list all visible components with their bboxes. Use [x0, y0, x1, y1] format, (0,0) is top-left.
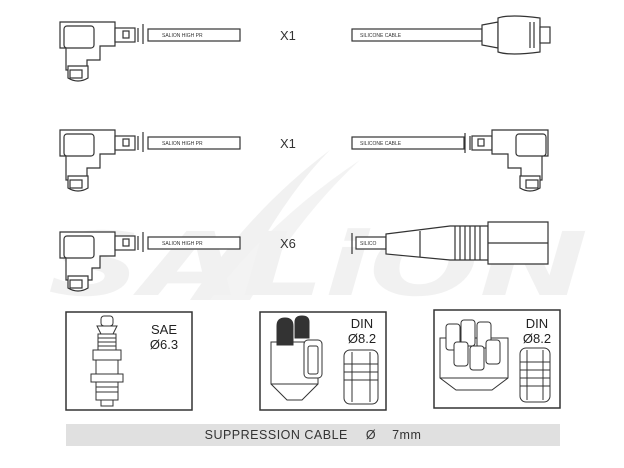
terminal-size: Ø6.3	[149, 337, 179, 352]
cable-print-left-3: SALION HIGH PR	[162, 241, 203, 247]
terminal-spec-din-2: DIN Ø8.2	[514, 316, 560, 346]
lead-row-2: SALION HIGH PR SILICONE CABLE	[59, 129, 549, 192]
cable-print-left-1: SALION HIGH PR	[162, 33, 203, 39]
terminal-size: Ø8.2	[347, 331, 377, 346]
lead-row-1: SALION HIGH PR SILICONE CABLE	[59, 15, 551, 82]
footer-value: 7mm	[392, 428, 422, 442]
terminal-standard: DIN	[350, 316, 374, 331]
footer-label: SUPPRESSION CABLE	[204, 428, 348, 442]
diameter-symbol: Ø	[365, 428, 377, 442]
terminal-box-sae	[65, 311, 193, 411]
quantity-label-row-1: X1	[280, 28, 296, 43]
cable-print-right-3: SILICO	[360, 241, 377, 247]
distributor-rotor-icon	[439, 319, 509, 391]
terminal-standard: DIN	[525, 316, 549, 331]
cable-print-right-1: SILICONE CABLE	[360, 33, 402, 39]
cable-print-left-2: SALION HIGH PR	[162, 141, 203, 147]
din-connector-icon-2	[519, 347, 551, 403]
terminal-spec-sae: SAE Ø6.3	[138, 322, 190, 352]
terminal-spec-din-1: DIN Ø8.2	[338, 316, 386, 346]
cable-print-right-2: SILICONE CABLE	[360, 141, 402, 147]
distributor-cap-icon	[270, 315, 323, 401]
quantity-label-row-2: X1	[280, 136, 296, 151]
sae-terminal-icon	[90, 315, 124, 407]
boot-ribs	[454, 226, 481, 260]
cable-spec-footer: SUPPRESSION CABLE Ø 7mm	[66, 424, 560, 446]
din-connector-icon-1	[343, 349, 379, 405]
quantity-label-row-3: X6	[280, 236, 296, 251]
lead-row-3: SALION HIGH PR SILICO	[59, 221, 549, 292]
terminal-standard: SAE	[150, 322, 177, 337]
terminal-size: Ø8.2	[522, 331, 552, 346]
